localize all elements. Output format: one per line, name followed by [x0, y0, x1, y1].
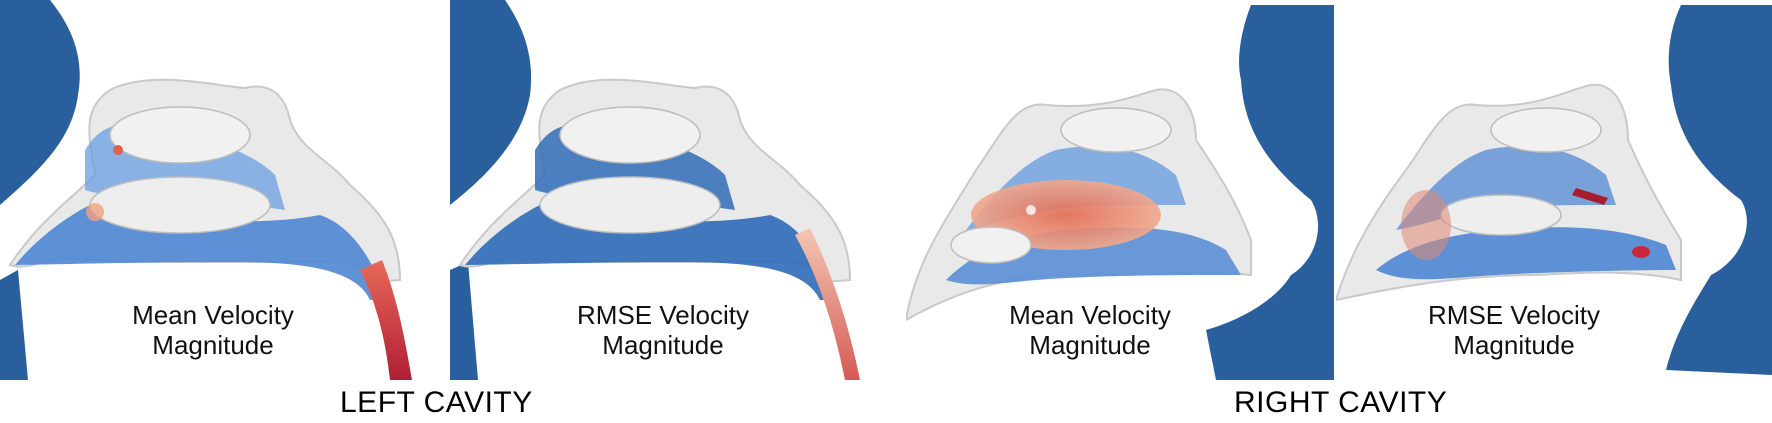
- cavity-render-left-rmse: [450, 0, 860, 380]
- nasopharynx-jet: [360, 260, 412, 380]
- panel-label-line1: Mean Velocity: [1009, 300, 1171, 330]
- caption-left-cavity: LEFT CAVITY: [340, 386, 533, 419]
- turbinate-middle: [89, 176, 271, 234]
- turbinate-upper: [559, 106, 701, 164]
- face-profile: [450, 0, 532, 205]
- cavity-render-right-mean: [906, 5, 1334, 380]
- panel-label-line2: Magnitude: [602, 330, 724, 360]
- turbinate-middle: [539, 176, 721, 234]
- panel-label: Mean Velocity Magnitude: [0, 300, 436, 360]
- caption-right-cavity: RIGHT CAVITY: [1234, 386, 1448, 419]
- turbinate-upper: [109, 106, 251, 164]
- face-profile-lower: [0, 270, 28, 380]
- turbinate-lower: [950, 226, 1032, 264]
- flow-region-lower: [15, 205, 385, 300]
- face-profile: [1206, 5, 1334, 380]
- turbinate-upper: [1060, 107, 1172, 153]
- face-profile-lower: [450, 262, 478, 380]
- panel-label-line1: RMSE Velocity: [1428, 300, 1600, 330]
- panel-label: RMSE Velocity Magnitude: [450, 300, 886, 360]
- velocity-hotspot: [113, 145, 123, 155]
- velocity-hotspot: [1632, 246, 1650, 258]
- cavity-render-left-mean: [0, 0, 412, 380]
- panel-right-mean: Mean Velocity Magnitude: [906, 0, 1334, 380]
- face-profile: [1666, 5, 1772, 375]
- flow-region-lower: [465, 205, 835, 300]
- turbinate-upper: [1490, 107, 1602, 153]
- flow-region-lower: [1376, 227, 1676, 280]
- face-profile: [0, 0, 80, 205]
- panel-label-line2: Magnitude: [152, 330, 274, 360]
- panel-label: Mean Velocity Magnitude: [906, 300, 1304, 360]
- velocity-hotspot-region: [1401, 190, 1451, 260]
- velocity-hotspot: [1026, 205, 1036, 215]
- panel-label-line1: Mean Velocity: [132, 300, 294, 330]
- panel-label-line2: Magnitude: [1029, 330, 1151, 360]
- nasopharynx-jet: [795, 228, 860, 380]
- panel-right-rmse: RMSE Velocity Magnitude: [1336, 0, 1772, 380]
- velocity-hotspot: [86, 203, 104, 221]
- panel-left-mean: Mean Velocity Magnitude: [0, 0, 446, 380]
- velocity-hotspot: [1572, 188, 1608, 205]
- panel-left-rmse: RMSE Velocity Magnitude: [450, 0, 896, 380]
- cavity-render-right-rmse: [1336, 5, 1772, 375]
- panel-label-line1: RMSE Velocity: [577, 300, 749, 330]
- panel-label: RMSE Velocity Magnitude: [1336, 300, 1732, 360]
- turbinate-lower: [1440, 194, 1562, 236]
- panel-label-line2: Magnitude: [1453, 330, 1575, 360]
